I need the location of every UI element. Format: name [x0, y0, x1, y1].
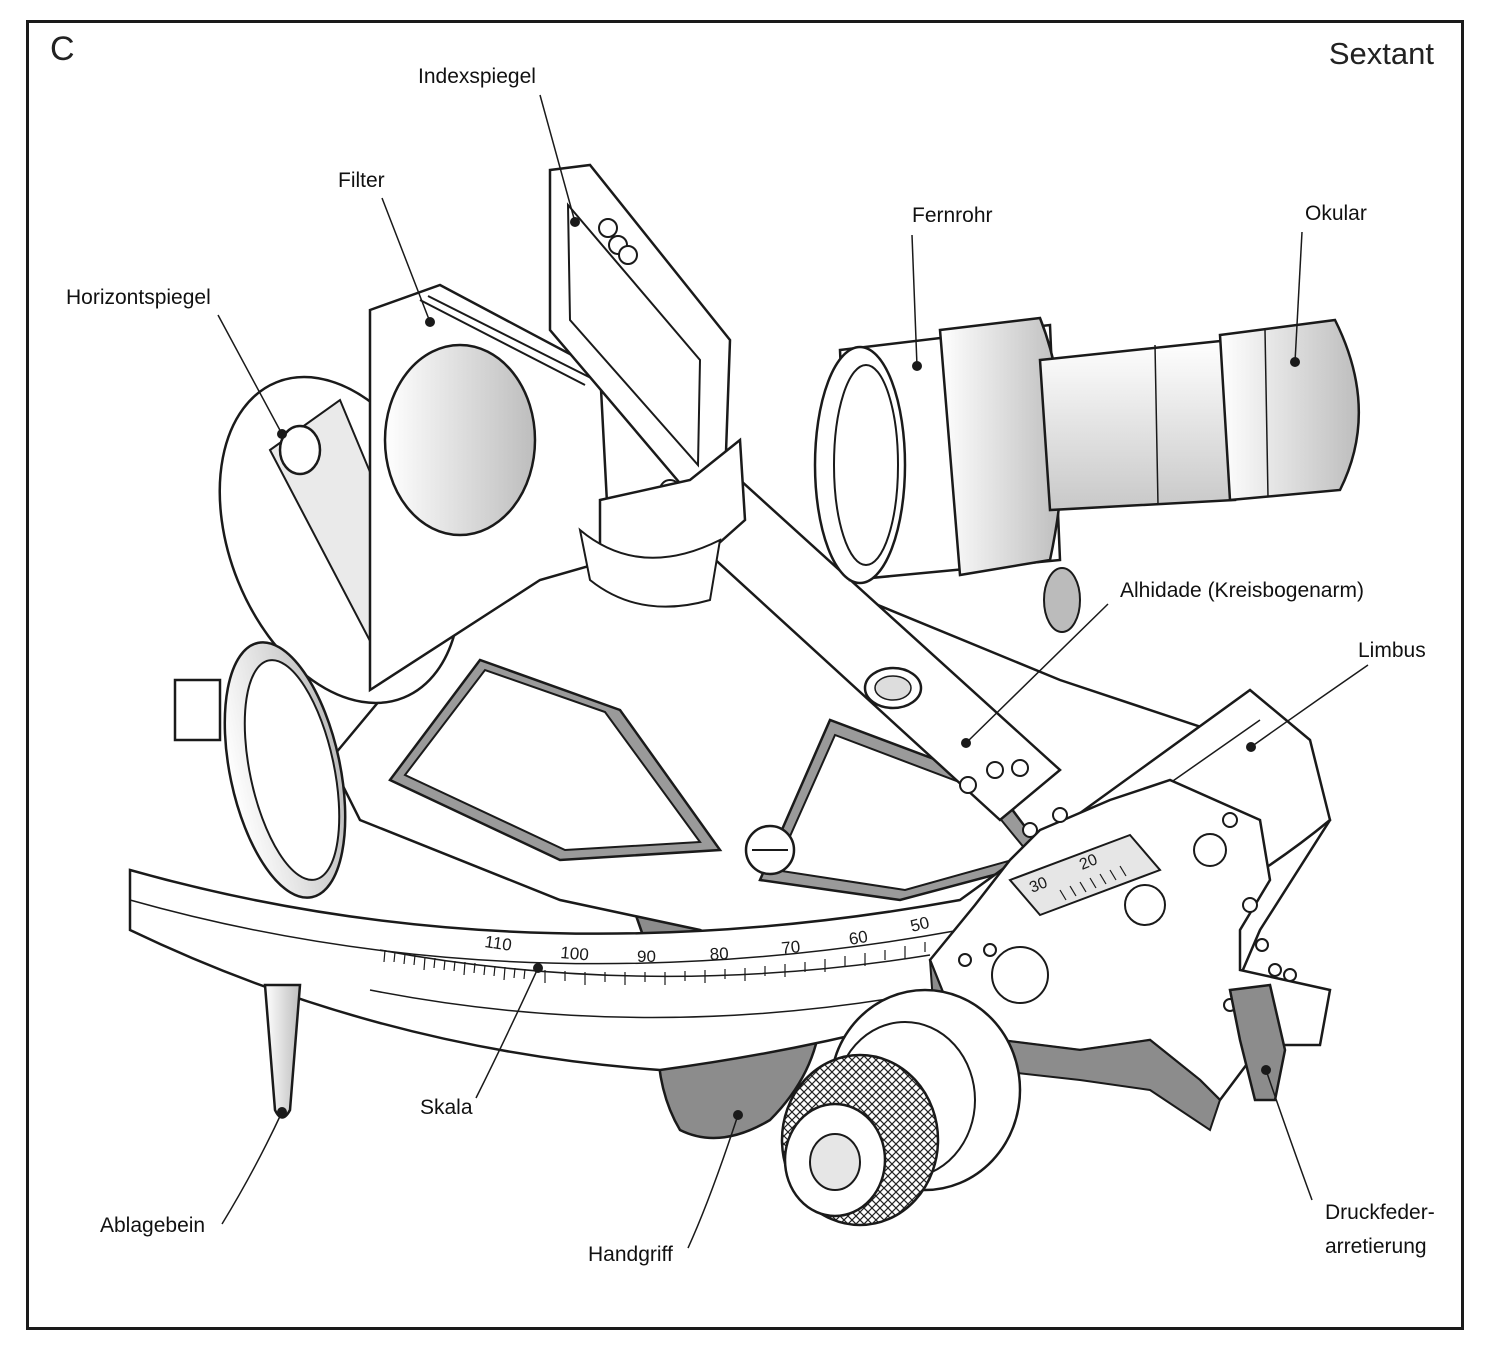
leader-indexspiegel [539, 94, 576, 223]
druckfeder-block [1228, 983, 1287, 1102]
label-limbus: Limbus [1358, 639, 1426, 662]
leader-limbus [1250, 664, 1369, 748]
leader-handgriff [687, 1114, 739, 1249]
panel-letter: C [50, 30, 75, 68]
scale-number-110: 110 [483, 932, 512, 955]
leader-horizontspiegel [217, 314, 283, 435]
scale-number-100: 100 [560, 943, 590, 964]
leader-dots [277, 217, 1300, 1120]
leader-filter [381, 197, 431, 323]
label-fernrohr: Fernrohr [912, 204, 993, 227]
vernier-number-30: 30 [1027, 874, 1050, 896]
scale-numbers: 110 100 90 80 70 60 50 [483, 913, 931, 966]
label-handgriff: Handgriff [588, 1243, 673, 1266]
vernier-window [1008, 833, 1162, 917]
alhidade-screws [959, 759, 1029, 794]
leader-lines [217, 94, 1369, 1249]
label-okular: Okular [1305, 202, 1367, 225]
micrometer-knob [780, 988, 1022, 1227]
vernier-screws [958, 807, 1297, 1027]
label-horizontspiegel: Horizontspiegel [66, 286, 211, 309]
scale-number-80: 80 [709, 944, 729, 964]
telescope [813, 316, 1360, 633]
scale-ticks [383, 942, 926, 985]
ablagebein-leg [263, 983, 302, 1119]
label-ablagebein: Ablagebein [100, 1214, 206, 1237]
label-druckfeder-line1: Druckfeder- [1325, 1201, 1435, 1224]
vernier-numbers: 30 20 [1027, 851, 1100, 896]
label-skala: Skala [420, 1096, 473, 1119]
figure-title: Sextant [1328, 36, 1434, 71]
scale-number-70: 70 [780, 937, 801, 958]
scale-number-90: 90 [637, 947, 656, 966]
label-indexspiegel: Indexspiegel [418, 65, 536, 88]
label-alhidade: Alhidade (Kreisbogenarm) [1120, 579, 1364, 602]
horizon-mirror-pin [278, 424, 322, 476]
ocular-barrel [1218, 318, 1360, 502]
leader-druckfeder [1265, 1069, 1313, 1201]
scale-number-60: 60 [847, 927, 869, 949]
label-druckfeder-line2: arretierung [1325, 1235, 1427, 1258]
leader-skala [475, 967, 539, 1099]
leader-fernrohr [911, 234, 918, 367]
leader-alhidade [965, 603, 1109, 744]
label-filter: Filter [338, 169, 385, 192]
scale-number-50: 50 [908, 913, 931, 936]
leader-okular [1294, 231, 1303, 363]
leader-ablagebein [221, 1111, 283, 1225]
vernier-number-20: 20 [1077, 851, 1100, 873]
